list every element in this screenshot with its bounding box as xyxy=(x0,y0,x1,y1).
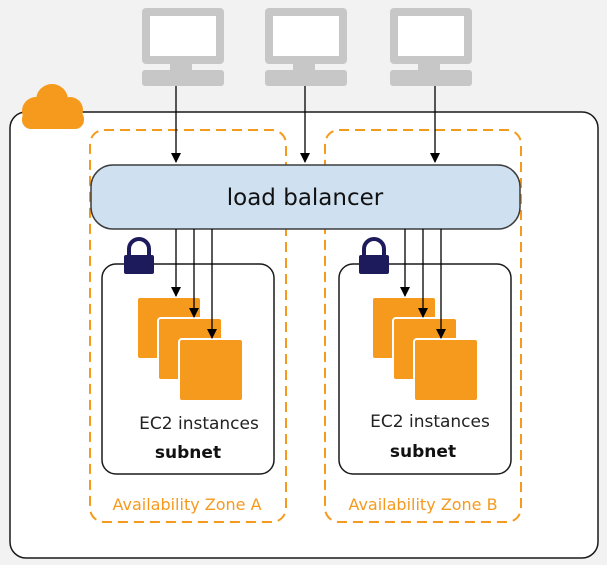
load-balancer xyxy=(90,164,521,230)
instances-label-a: EC2 instances xyxy=(139,414,259,434)
availability-zone-a xyxy=(89,129,287,523)
instances-label-b: EC2 instances xyxy=(370,412,490,432)
availability-zone-a-label: Availability Zone A xyxy=(112,495,261,514)
availability-zone-b-label: Availability Zone B xyxy=(348,495,497,514)
computer-icon xyxy=(142,8,224,86)
cloud-icon xyxy=(22,84,84,129)
subnet-label-b: subnet xyxy=(390,442,456,462)
lock-icon xyxy=(359,237,389,274)
availability-zone-b xyxy=(324,129,522,523)
load-balancer-label: load balancer xyxy=(227,185,384,211)
computer-icon xyxy=(265,8,347,86)
computer-icon xyxy=(390,8,472,86)
lock-icon xyxy=(124,237,154,274)
ec2-instance-icon xyxy=(136,296,244,402)
subnet-label-a: subnet xyxy=(155,443,221,463)
